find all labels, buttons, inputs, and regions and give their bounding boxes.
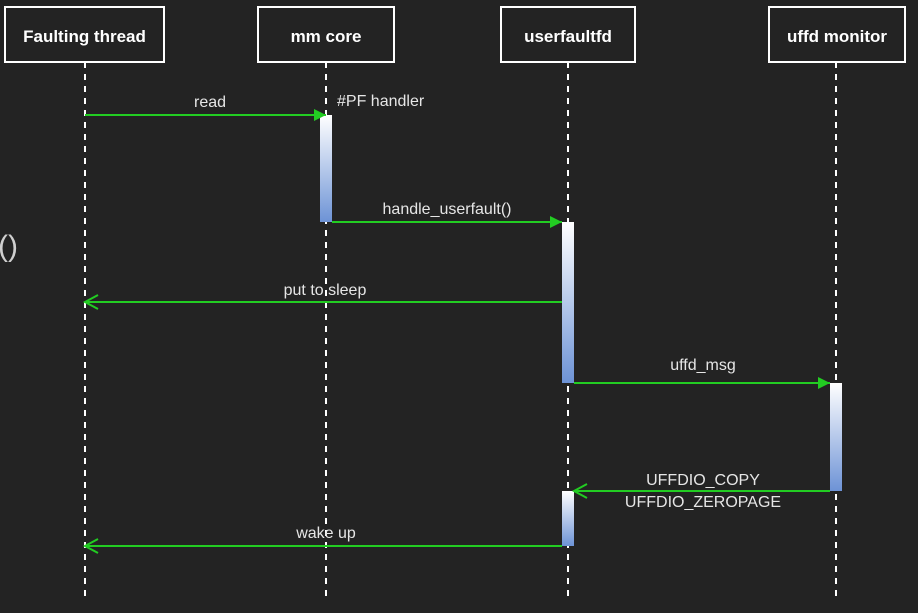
message-label: handle_userfault() bbox=[383, 201, 512, 218]
participant-monitor: uffd monitor bbox=[768, 6, 906, 63]
message-label: read bbox=[194, 94, 226, 111]
message-label: UFFDIO_COPY bbox=[646, 472, 760, 489]
arrowhead-filled bbox=[550, 216, 562, 228]
activation-bar-mm bbox=[320, 115, 332, 222]
message-monitor-to-uffd: UFFDIO_COPY UFFDIO_ZEROPAGE bbox=[571, 472, 830, 511]
message-uffd-to-faulting: wake up bbox=[82, 525, 562, 554]
arrowhead-open bbox=[82, 538, 99, 554]
message-label: uffd_msg bbox=[670, 357, 736, 374]
participant-label: userfaultfd bbox=[524, 27, 612, 46]
message-label: put to sleep bbox=[284, 282, 367, 299]
message-label: wake up bbox=[295, 525, 356, 542]
message-faulting-to-mm: read bbox=[85, 94, 326, 121]
participant-label: mm core bbox=[291, 27, 362, 46]
arrowhead-filled bbox=[314, 109, 326, 121]
activation-bar-uffd bbox=[562, 491, 574, 546]
message-uffd-to-faulting: put to sleep bbox=[82, 282, 562, 310]
arrowhead-open bbox=[571, 483, 588, 499]
participant-box bbox=[4, 6, 165, 63]
participant-label: uffd monitor bbox=[787, 27, 887, 46]
note-pf-handler: #PF handler bbox=[337, 93, 425, 110]
arrowhead-filled bbox=[818, 377, 830, 389]
lifelines bbox=[84, 62, 837, 600]
participant-box bbox=[257, 6, 395, 63]
participant-mm: mm core bbox=[257, 6, 395, 63]
activation-bars bbox=[320, 115, 842, 546]
activation-bar-monitor bbox=[830, 383, 842, 491]
participant-uffd: userfaultfd bbox=[500, 6, 636, 63]
participants: Faulting thread mm core userfaultfd uffd mo… bbox=[4, 6, 906, 63]
side-parenthesis-glyph: () bbox=[0, 230, 18, 263]
messages: read handle_userfault()put to sleep uffd_m… bbox=[82, 94, 830, 554]
activation-bar-uffd bbox=[562, 222, 574, 383]
notes: #PF handler bbox=[337, 93, 425, 110]
participant-box bbox=[500, 6, 636, 63]
arrowhead-open bbox=[82, 294, 99, 310]
participant-box bbox=[768, 6, 906, 63]
message-mm-to-uffd: handle_userfault() bbox=[332, 201, 562, 228]
participant-label: Faulting thread bbox=[23, 27, 146, 46]
participant-faulting: Faulting thread bbox=[4, 6, 165, 63]
message-uffd-to-monitor: uffd_msg bbox=[574, 357, 830, 389]
message-label: UFFDIO_ZEROPAGE bbox=[625, 494, 781, 511]
